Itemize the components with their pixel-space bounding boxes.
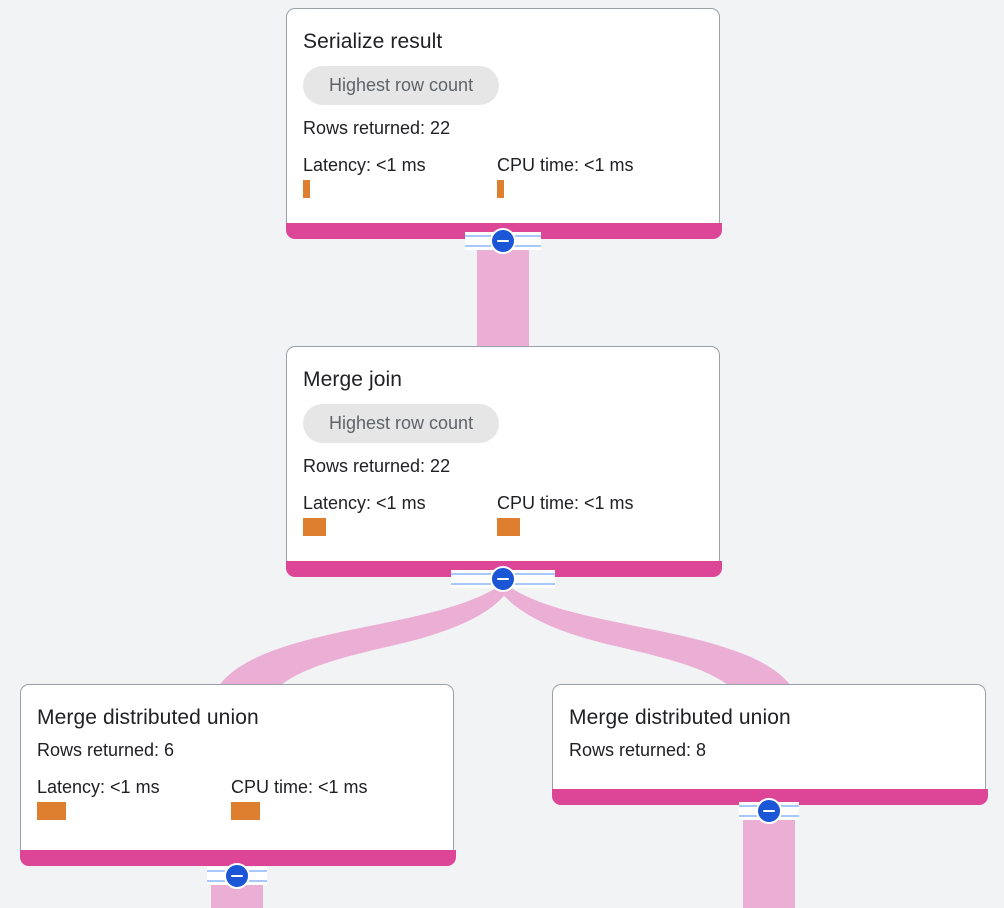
metric-cpu-time-bar bbox=[497, 518, 520, 536]
metric-cpu-time: CPU time: <1 ms bbox=[497, 492, 634, 536]
metrics-row: Latency: <1 ms CPU time: <1 ms bbox=[303, 492, 703, 536]
metric-latency-label: Latency: <1 ms bbox=[303, 493, 426, 513]
execution-bar bbox=[20, 850, 456, 866]
collapse-handle-merge-distributed-union-left[interactable] bbox=[207, 863, 267, 889]
badge-row: Highest row count bbox=[303, 66, 703, 105]
node-body: Merge distributed union Rows returned: 6… bbox=[21, 685, 453, 820]
rows-returned: Rows returned: 8 bbox=[569, 740, 707, 760]
node-title: Serialize result bbox=[303, 30, 443, 53]
metric-cpu-time: CPU time: <1 ms bbox=[497, 154, 634, 198]
node-merge-distributed-union-right[interactable]: Merge distributed union Rows returned: 8 bbox=[552, 684, 988, 805]
badge-row: Highest row count bbox=[303, 404, 703, 443]
metric-cpu-time-label: CPU time: <1 ms bbox=[497, 493, 634, 513]
metric-latency-bar bbox=[303, 518, 326, 536]
collapse-minus-icon[interactable] bbox=[490, 566, 516, 592]
rows-returned: Rows returned: 22 bbox=[303, 456, 451, 476]
metrics-row: Latency: <1 ms CPU time: <1 ms bbox=[37, 776, 437, 820]
edge-mdu-left-to-merge-join bbox=[216, 584, 507, 700]
node-body: Serialize result Highest row count Rows … bbox=[287, 9, 719, 198]
metric-cpu-time-label: CPU time: <1 ms bbox=[497, 155, 634, 175]
metric-cpu-time-label: CPU time: <1 ms bbox=[231, 777, 368, 797]
metric-latency: Latency: <1 ms bbox=[303, 154, 497, 198]
metric-latency: Latency: <1 ms bbox=[37, 776, 231, 820]
execution-bar bbox=[552, 789, 988, 805]
rows-returned: Rows returned: 6 bbox=[37, 740, 175, 760]
metric-cpu-time: CPU time: <1 ms bbox=[231, 776, 368, 820]
status-badge: Highest row count bbox=[303, 404, 500, 443]
metric-latency-label: Latency: <1 ms bbox=[303, 155, 426, 175]
metrics-row: Latency: <1 ms CPU time: <1 ms bbox=[303, 154, 703, 198]
node-body: Merge join Highest row count Rows return… bbox=[287, 347, 719, 536]
metric-latency-label: Latency: <1 ms bbox=[37, 777, 160, 797]
status-badge: Highest row count bbox=[303, 66, 500, 105]
node-title: Merge distributed union bbox=[569, 706, 791, 729]
edge-mdu-right-to-merge-join bbox=[501, 584, 794, 700]
rows-returned: Rows returned: 22 bbox=[303, 118, 451, 138]
node-merge-join[interactable]: Merge join Highest row count Rows return… bbox=[286, 346, 722, 577]
node-serialize-result[interactable]: Serialize result Highest row count Rows … bbox=[286, 8, 722, 239]
metric-latency: Latency: <1 ms bbox=[303, 492, 497, 536]
metric-latency-bar bbox=[37, 802, 66, 820]
metric-latency-bar bbox=[303, 180, 310, 198]
collapse-handle-serialize-result[interactable] bbox=[465, 228, 541, 254]
node-title: Merge distributed union bbox=[37, 706, 259, 729]
collapse-handle-merge-distributed-union-right[interactable] bbox=[739, 798, 799, 824]
metric-cpu-time-bar bbox=[231, 802, 260, 820]
metric-cpu-time-bar bbox=[497, 180, 504, 198]
node-body: Merge distributed union Rows returned: 8 bbox=[553, 685, 985, 761]
collapse-minus-icon[interactable] bbox=[490, 228, 516, 254]
node-title: Merge join bbox=[303, 368, 403, 391]
collapse-handle-merge-join[interactable] bbox=[451, 566, 555, 592]
node-merge-distributed-union-left[interactable]: Merge distributed union Rows returned: 6… bbox=[20, 684, 456, 866]
collapse-minus-icon[interactable] bbox=[756, 798, 782, 824]
collapse-minus-icon[interactable] bbox=[224, 863, 250, 889]
